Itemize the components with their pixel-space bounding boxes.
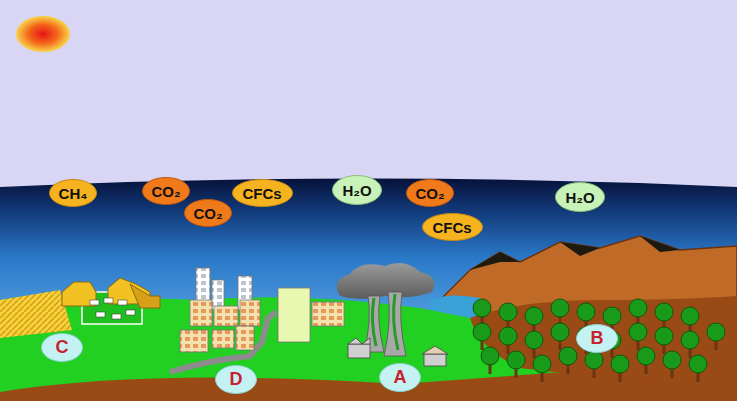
gas-bubble: H₂O [555, 182, 605, 212]
crop-field [0, 290, 72, 338]
green-steam [372, 294, 398, 350]
site-marker: D [215, 365, 257, 394]
callout-letter: C [56, 337, 69, 358]
smoke-cloud [337, 263, 435, 299]
callout-letter: D [230, 369, 243, 390]
gas-label: CO₂ [193, 205, 222, 222]
gas-bubble: CO₂ [142, 177, 190, 205]
gas-label: H₂O [565, 189, 594, 206]
site-marker: A [379, 363, 421, 392]
gas-label: CFCs [242, 185, 281, 202]
gas-bubble: CO₂ [184, 199, 232, 227]
gas-label: CH₄ [59, 185, 88, 202]
site-marker: C [41, 333, 83, 362]
gas-bubble: CO₂ [406, 179, 454, 207]
gas-bubble: CFCs [232, 179, 293, 207]
site-marker: B [576, 324, 618, 353]
gas-label: CO₂ [151, 183, 180, 200]
gas-label: CO₂ [415, 185, 444, 202]
city [180, 268, 344, 352]
gas-bubble: H₂O [332, 175, 382, 205]
mountain-shadow [470, 236, 680, 270]
gas-label: H₂O [342, 182, 371, 199]
forest-soil [470, 296, 737, 376]
barn [130, 284, 160, 308]
callout-letter: B [591, 328, 604, 349]
gas-bubble: CFCs [422, 213, 483, 241]
callout-letter: A [394, 367, 407, 388]
factory-buildings [348, 338, 448, 366]
gas-label: CFCs [432, 219, 471, 236]
gas-bubble: CH₄ [49, 179, 97, 207]
forest [473, 299, 725, 382]
sun [16, 16, 70, 52]
cows [90, 298, 135, 319]
